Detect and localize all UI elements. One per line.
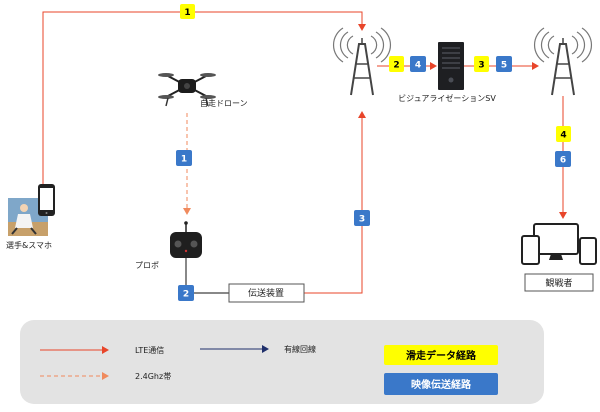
svg-text:2: 2 bbox=[183, 290, 189, 300]
server-label: ビジュアライゼーションSV bbox=[398, 93, 496, 103]
player-photo bbox=[8, 198, 48, 236]
badge-video-route: 1 bbox=[176, 150, 192, 166]
server-icon bbox=[438, 42, 464, 90]
svg-text:6: 6 bbox=[560, 156, 566, 166]
viewer-box bbox=[524, 273, 594, 292]
badge-video-route: 3 bbox=[354, 210, 370, 226]
drone-label: 自走ドローン bbox=[200, 98, 248, 108]
badge-video-route: 2 bbox=[178, 285, 194, 301]
badge-data-route: 4 bbox=[556, 126, 571, 142]
svg-text:1: 1 bbox=[181, 155, 187, 165]
svg-text:3: 3 bbox=[359, 215, 365, 225]
legend-data-route-key: 滑走データ経路 bbox=[384, 345, 498, 365]
svg-text:映像伝送経路: 映像伝送経路 bbox=[411, 378, 472, 391]
badge-video-route: 4 bbox=[410, 56, 426, 72]
lte-route-transmitter-to-tower bbox=[304, 111, 366, 294]
transmitter-box bbox=[228, 283, 305, 303]
controller-label: プロポ bbox=[135, 261, 159, 270]
svg-text:滑走データ経路: 滑走データ経路 bbox=[406, 349, 477, 362]
controller-icon bbox=[170, 221, 202, 258]
svg-text:4: 4 bbox=[560, 131, 566, 141]
viewer-devices-icon bbox=[521, 223, 597, 265]
svg-text:5: 5 bbox=[501, 61, 507, 71]
legend-wired-label: 有線回線 bbox=[284, 344, 316, 354]
svg-text:1: 1 bbox=[184, 8, 190, 18]
legend-lte-label: LTE通信 bbox=[135, 345, 164, 355]
smartphone-icon bbox=[38, 184, 55, 216]
badge-data-route: 2 bbox=[389, 56, 404, 72]
badge-data-route: 3 bbox=[474, 56, 489, 72]
cell-tower-icon bbox=[333, 27, 391, 96]
lte-route-player-to-tower bbox=[42, 11, 366, 190]
svg-text:4: 4 bbox=[415, 61, 421, 71]
svg-text:2: 2 bbox=[393, 61, 399, 71]
badge-video-route: 5 bbox=[496, 56, 512, 72]
player-label: 選手&スマホ bbox=[6, 240, 52, 250]
drone-icon bbox=[158, 73, 216, 107]
viewer-label: 観戦者 bbox=[545, 277, 572, 289]
svg-text:3: 3 bbox=[478, 61, 484, 71]
legend-video-route-key: 映像伝送経路 bbox=[384, 373, 498, 395]
cell-tower-icon bbox=[534, 27, 592, 96]
badge-data-route: 1 bbox=[180, 4, 195, 19]
badge-video-route: 6 bbox=[555, 151, 571, 167]
legend-ghz-label: 2.4Ghz帯 bbox=[135, 371, 171, 381]
transmitter-label: 伝送装置 bbox=[248, 287, 284, 299]
